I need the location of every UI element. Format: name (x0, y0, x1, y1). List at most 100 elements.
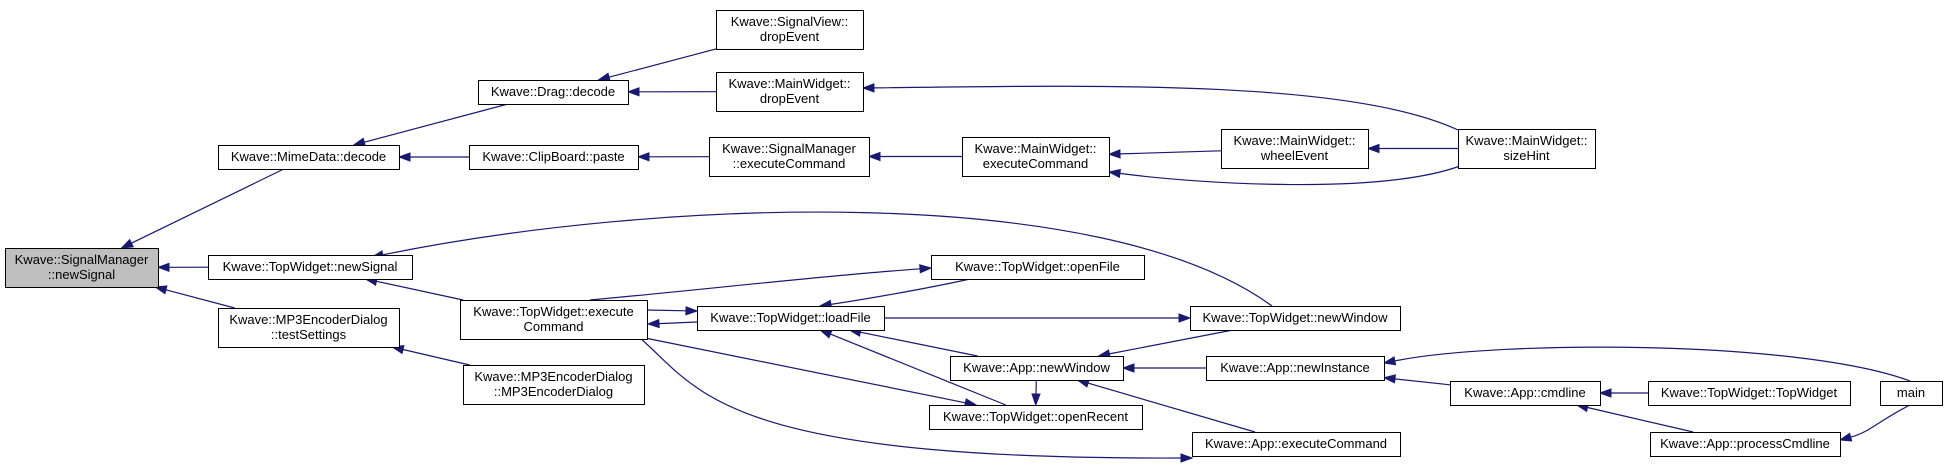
arrowhead-icon (646, 318, 660, 329)
node-box (1221, 129, 1369, 169)
node-drag[interactable]: Kwave::Drag::decode (478, 80, 629, 105)
node-tw-openfile[interactable]: Kwave::TopWidget::openFile (931, 255, 1145, 280)
node-label: executeCommand (983, 156, 1089, 171)
node-app-newwindow[interactable]: Kwave::App::newWindow (950, 356, 1124, 381)
node-mw-sizehint[interactable]: Kwave::MainWidget::sizeHint (1458, 129, 1596, 169)
arrowhead-icon (120, 238, 134, 249)
edge-tw_loadfile-to-tw_newwindow (884, 313, 1192, 323)
node-mp3-ctor[interactable]: Kwave::MP3EncoderDialog::MP3EncoderDialo… (463, 365, 645, 405)
edge-mw_wheel-to-mw_exec (1107, 149, 1222, 159)
edge-line (1850, 404, 1911, 438)
node-root[interactable]: Kwave::SignalManager::newSignal (5, 248, 159, 288)
node-tw-openrecent[interactable]: Kwave::TopWidget::openRecent (929, 405, 1143, 430)
arrowhead-icon (1366, 143, 1380, 154)
node-label: Kwave::ClipBoard::paste (482, 149, 624, 164)
node-tw-ctor[interactable]: Kwave::TopWidget::TopWidget (1648, 381, 1851, 406)
node-box (208, 255, 413, 280)
edge-tw_exec-to-tw_openfile (589, 264, 933, 301)
node-box (218, 308, 400, 348)
node-box (1648, 381, 1851, 406)
edge-sm_exec-to-clip (636, 152, 710, 162)
node-label: main (1897, 385, 1925, 400)
node-box (218, 145, 400, 170)
edge-line (1394, 346, 1911, 382)
node-box (1206, 356, 1385, 381)
edge-line (1587, 406, 1694, 433)
node-app-process[interactable]: Kwave::App::processCmdline (1650, 432, 1841, 457)
node-box (697, 306, 885, 331)
node-sv-drop[interactable]: Kwave::SignalView::dropEvent (716, 10, 864, 50)
node-label: sizeHint (1503, 148, 1550, 163)
node-mime[interactable]: Kwave::MimeData::decode (218, 145, 400, 170)
arrowhead-icon (1382, 374, 1396, 384)
edge-app_process-to-app_cmdline (1575, 403, 1694, 433)
arrowhead-icon (1838, 432, 1853, 442)
edge-drag-to-mime (352, 103, 509, 147)
edge-line (1119, 165, 1461, 186)
node-label: Kwave::MP3EncoderDialog (474, 369, 632, 384)
arrowhead-icon (919, 264, 933, 274)
arrowhead-icon (397, 152, 411, 162)
node-label: Kwave::TopWidget::newSignal (223, 259, 398, 274)
node-label: Kwave::TopWidget::TopWidget (1661, 385, 1838, 400)
node-box (709, 137, 870, 177)
arrowhead-icon (1031, 393, 1041, 407)
node-box (463, 365, 645, 405)
node-box (469, 145, 639, 170)
node-label: Command (524, 319, 584, 334)
node-mw-exec[interactable]: Kwave::MainWidget::executeCommand (962, 137, 1110, 177)
edge-tw_openfile-to-tw_loadfile (818, 278, 971, 309)
node-label: Kwave::TopWidget::newWindow (1203, 310, 1389, 325)
edge-sv_drop-to-drag (596, 48, 717, 82)
node-label: Kwave::App::newWindow (963, 360, 1110, 375)
edge-line (589, 268, 921, 301)
node-clip[interactable]: Kwave::ClipBoard::paste (469, 145, 639, 170)
edge-tw_newsignal-to-root (156, 262, 209, 273)
arrowhead-icon (867, 151, 881, 162)
node-main[interactable]: main (1880, 381, 1943, 406)
edge-line (364, 103, 509, 143)
edge-line (165, 289, 235, 309)
node-app-cmdline[interactable]: Kwave::App::cmdline (1450, 381, 1601, 406)
edge-clip-to-mime (397, 152, 469, 162)
edge-line (376, 280, 464, 301)
node-label: Kwave::SignalManager (15, 252, 149, 267)
node-box (1650, 432, 1841, 457)
node-box (1880, 381, 1943, 406)
edge-mp3_test-to-root (153, 285, 235, 309)
edge-tw_exec-to-app_exec (639, 337, 1194, 463)
arrowhead-icon (1382, 356, 1397, 366)
node-box (460, 300, 648, 340)
node-sm-exec[interactable]: Kwave::SignalManager::executeCommand (709, 137, 870, 177)
node-mw-drop[interactable]: Kwave::MainWidget::dropEvent (716, 72, 864, 112)
edge-app_newwindow-to-tw_loadfile (848, 327, 978, 357)
node-app-newinstance[interactable]: Kwave::App::newInstance (1206, 356, 1385, 381)
node-label: Kwave::MP3EncoderDialog (229, 312, 387, 327)
node-label: wheelEvent (1260, 148, 1329, 163)
node-label: Kwave::SignalManager (722, 141, 856, 156)
edge-line (1119, 150, 1222, 155)
node-box (716, 72, 864, 112)
node-tw-newsignal[interactable]: Kwave::TopWidget::newSignal (208, 255, 413, 280)
node-tw-loadfile[interactable]: Kwave::TopWidget::loadFile (697, 306, 885, 331)
edge-main-to-app_newinstance (1382, 346, 1911, 382)
arrowhead-icon (1178, 313, 1192, 323)
edge-line (639, 337, 1182, 459)
node-box (716, 10, 864, 50)
node-mp3-test[interactable]: Kwave::MP3EncoderDialog::testSettings (218, 308, 400, 348)
edge-line (1087, 382, 1256, 433)
node-tw-newwindow[interactable]: Kwave::TopWidget::newWindow (1190, 306, 1401, 331)
arrowhead-icon (352, 137, 366, 147)
node-mw-wheel[interactable]: Kwave::MainWidget::wheelEvent (1221, 129, 1369, 169)
edge-tw_loadfile-to-tw_exec (646, 318, 698, 329)
arrowhead-icon (1121, 363, 1135, 373)
edge-line (873, 85, 1459, 131)
node-box (1192, 432, 1401, 457)
node-label: Kwave::MimeData::decode (231, 149, 386, 164)
node-tw-exec[interactable]: Kwave::TopWidget::executeCommand (460, 300, 648, 340)
node-app-exec[interactable]: Kwave::App::executeCommand (1192, 432, 1401, 457)
node-box (962, 137, 1110, 177)
edge-line (658, 321, 698, 325)
arrowhead-icon (1598, 388, 1612, 398)
arrowhead-icon (626, 87, 640, 97)
